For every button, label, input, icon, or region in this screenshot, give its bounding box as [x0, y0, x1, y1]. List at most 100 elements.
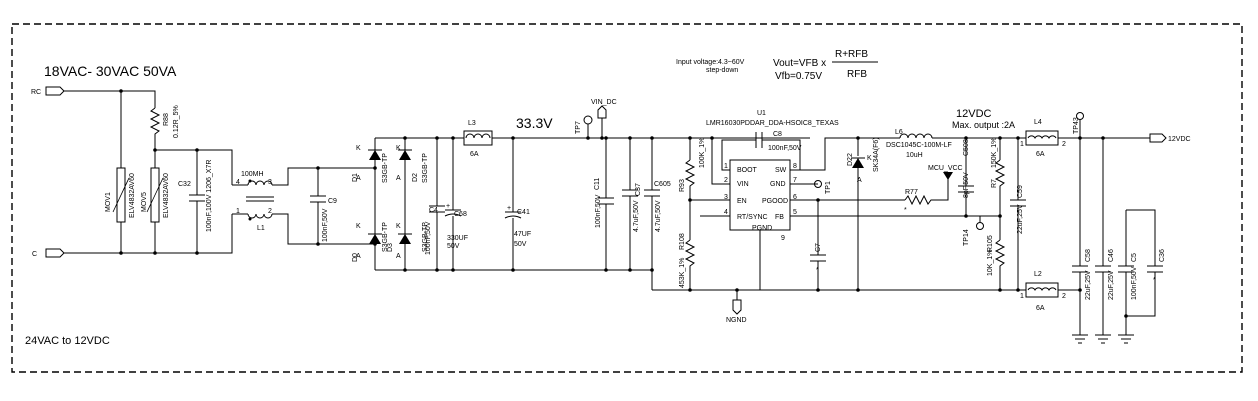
tp43-label: TP43 — [1073, 117, 1080, 134]
svg-text:K: K — [356, 223, 361, 230]
mcu-vcc-arrow — [943, 172, 953, 180]
wire — [1126, 209, 1156, 317]
vout-formula: Vout=VFB x — [773, 58, 826, 69]
mov1-val: ELV4832AV60 — [129, 173, 136, 218]
d22-ref: D22 — [847, 153, 854, 166]
svg-text:2: 2 — [268, 208, 272, 215]
l4-ref: L4 — [1034, 119, 1042, 126]
ratio-denominator: RFB — [847, 69, 867, 80]
svg-text:A: A — [356, 175, 361, 182]
c605-ref: C605 — [654, 181, 671, 188]
wire — [721, 139, 801, 171]
d0-val: S3GB-TP — [382, 222, 389, 252]
c68-symbol — [444, 209, 462, 217]
tp14-label: TP14 — [963, 229, 970, 246]
mov5-ref: MOV5 — [141, 192, 148, 212]
c4-symbol — [429, 205, 445, 213]
u1-part: LMR16030PDDAR_DDA-HSOIC8_TEXAS — [706, 120, 839, 127]
svg-text:4: 4 — [724, 209, 728, 216]
svg-text:2: 2 — [1062, 141, 1066, 148]
l1-symbol — [247, 180, 273, 219]
pin-gnd-pad: 9 — [781, 235, 785, 242]
d0-ref: D0 — [352, 253, 359, 262]
mov5-val: ELV4832AV60 — [163, 173, 170, 218]
c46-ref: C46 — [1108, 249, 1115, 262]
svg-text:A: A — [857, 177, 862, 184]
d1-symbol — [369, 150, 381, 160]
rail-12v: 12VDC — [956, 108, 992, 120]
c58-val: 22uF,25V — [1085, 270, 1092, 300]
c68-val: 330UF — [447, 235, 468, 242]
pin-rt: RT/SYNC — [737, 214, 768, 221]
c59-symbol — [1010, 199, 1026, 207]
l3-ref: L3 — [468, 120, 476, 127]
out-12vdc-port — [1149, 133, 1167, 143]
tp7-testpoint — [583, 115, 593, 125]
c11-val: 100nF,50V — [595, 194, 602, 228]
c68-volt: 50V — [447, 243, 460, 250]
pin-gnd: GND — [770, 181, 786, 188]
svg-text:3: 3 — [724, 194, 728, 201]
c8-ref: C8 — [773, 131, 782, 138]
d3-val: S3GB-TP — [422, 222, 429, 252]
r88-ref: R88 — [163, 113, 170, 126]
c508-ref: C508 — [963, 139, 970, 156]
c37-symbol — [622, 189, 638, 197]
c46-val: 22uF,25V — [1108, 270, 1115, 300]
r77-symbol — [904, 178, 949, 206]
r7-symbol — [994, 159, 1006, 216]
r105-ref: R105 — [987, 235, 994, 252]
mov1-ref: MOV1 — [105, 192, 112, 212]
c32-ref: C32 — [178, 181, 191, 188]
svg-text:4: 4 — [236, 179, 240, 186]
wire — [232, 184, 248, 215]
u1-ref: U1 — [757, 110, 766, 117]
c37-val: 4.7uF,50V — [633, 200, 640, 232]
d3-ref: D3 — [387, 243, 394, 252]
l1-ref: L1 — [257, 225, 265, 232]
svg-text:1: 1 — [236, 208, 240, 215]
c9-symbol — [310, 195, 326, 203]
mov5-symbol — [150, 167, 160, 223]
c59-ref: C59 — [1017, 185, 1024, 198]
c9-ref: C9 — [328, 198, 337, 205]
pin-vin: VIN — [737, 181, 749, 188]
svg-text:8: 8 — [793, 163, 797, 170]
c68-ref: C68 — [454, 211, 467, 218]
out-12vdc-label: 12VDC — [1168, 136, 1191, 143]
r7-val: 150K_1% — [991, 138, 998, 168]
c58-ref: C58 — [1085, 249, 1092, 262]
l3-val: 6A — [470, 151, 479, 158]
pin-pgnd: PGND — [752, 225, 772, 232]
pin-en: EN — [737, 198, 747, 205]
c11-symbol — [598, 197, 614, 205]
svg-text:A: A — [356, 253, 361, 260]
input-spec-heading: 18VAC- 30VAC 50VA — [44, 63, 177, 79]
svg-text:A: A — [396, 253, 401, 260]
r105-symbol — [994, 239, 1006, 290]
l4-symbol — [1027, 135, 1057, 140]
c4-val: 100nF,50V — [425, 221, 432, 255]
l6-val: 10uH — [906, 152, 923, 159]
rc-label: RC — [31, 89, 41, 96]
l3-symbol — [465, 133, 491, 139]
svg-text:5: 5 — [793, 209, 797, 216]
tp-testpoint — [814, 180, 822, 188]
c7-ref: C7 — [815, 243, 822, 252]
c8-symbol — [755, 132, 763, 148]
ngnd-port — [732, 299, 742, 315]
c5-symbol — [1118, 265, 1134, 273]
pin-fb: FB — [775, 214, 784, 221]
d2-val: S3GB-TP — [422, 153, 429, 183]
c-label: C — [32, 251, 37, 258]
input-voltage-note: Input voltage:4.3~60V — [676, 59, 745, 66]
c11-ref: C11 — [594, 178, 601, 190]
tp-label: TP1 — [825, 181, 832, 194]
d2-symbol — [399, 150, 411, 160]
svg-text:2: 2 — [1062, 293, 1066, 300]
svg-text:+: + — [446, 203, 450, 210]
c508-val: 8pF,50V — [963, 172, 970, 198]
c7-symbol — [810, 254, 826, 262]
l2-ref: L2 — [1034, 271, 1042, 278]
